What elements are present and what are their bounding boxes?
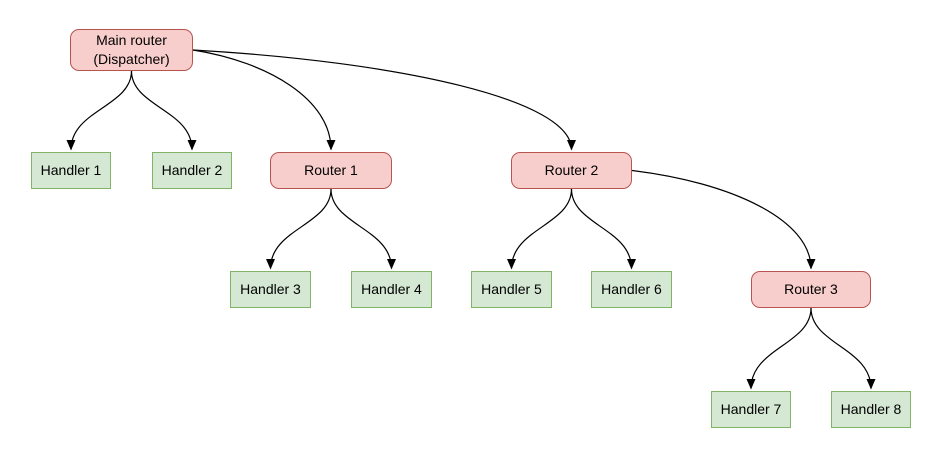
node-label: Main router (Dispatcher) xyxy=(93,32,170,67)
edge-main-to-h2 xyxy=(130,70,197,151)
edge-r3-to-h8 xyxy=(810,307,876,390)
node-main-router-dispatcher: Main router (Dispatcher) xyxy=(70,29,193,71)
edge-main-to-h1 xyxy=(66,70,133,151)
node-handler-1: Handler 1 xyxy=(31,152,111,189)
edge-r2-to-h6 xyxy=(570,188,636,270)
node-label: Router 2 xyxy=(544,162,599,179)
node-handler-5: Handler 5 xyxy=(471,271,552,308)
node-label: Handler 8 xyxy=(840,401,902,418)
edge-main-to-r2 xyxy=(192,49,576,151)
node-label: Router 1 xyxy=(304,162,358,179)
node-handler-6: Handler 6 xyxy=(591,271,672,308)
node-handler-8: Handler 8 xyxy=(831,391,911,428)
node-label: Handler 5 xyxy=(481,281,542,298)
node-router-2: Router 2 xyxy=(511,152,632,189)
node-handler-4: Handler 4 xyxy=(351,271,432,308)
node-handler-7: Handler 7 xyxy=(711,391,791,428)
edge-r2-to-r3 xyxy=(631,169,816,270)
node-router-3: Router 3 xyxy=(751,271,871,308)
node-label: Handler 3 xyxy=(240,281,301,298)
edge-r1-to-h3 xyxy=(266,188,332,270)
edge-r1-to-h4 xyxy=(330,188,396,270)
node-router-1: Router 1 xyxy=(270,152,392,189)
edge-main-to-r1 xyxy=(192,49,336,151)
node-label: Handler 2 xyxy=(161,162,223,179)
node-handler-3: Handler 3 xyxy=(230,271,311,308)
edge-r2-to-h5 xyxy=(507,188,573,270)
edge-r3-to-h7 xyxy=(746,307,812,390)
node-label: Handler 4 xyxy=(361,281,422,298)
node-label: Handler 6 xyxy=(601,281,662,298)
node-handler-2: Handler 2 xyxy=(152,152,232,189)
node-label: Handler 1 xyxy=(40,162,102,179)
node-label: Handler 7 xyxy=(720,401,782,418)
node-label: Router 3 xyxy=(784,281,838,298)
